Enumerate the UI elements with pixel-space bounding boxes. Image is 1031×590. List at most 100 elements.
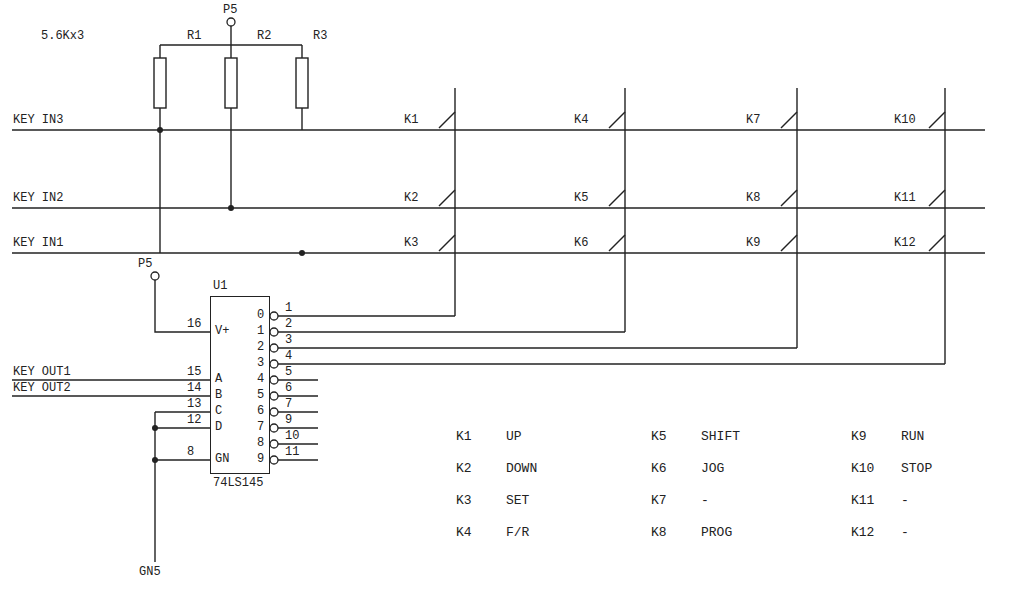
pin-name: V+ [214,325,230,338]
inverting-bubble [270,328,278,336]
wire [230,45,231,58]
junction-dot [299,250,305,256]
power-label: P5 [137,258,153,271]
wire [230,26,231,45]
signal-name: KEY IN2 [12,192,64,205]
pin-name: 9 [256,453,265,466]
pin-name: 6 [256,405,265,418]
output-line [278,411,318,412]
resistor-symbol [296,58,308,108]
wire [230,108,231,208]
inverting-bubble [270,344,278,352]
pin-number: 13 [186,398,202,411]
output-line [278,427,318,428]
switch-symbol [439,112,455,128]
table-key: K3 [455,494,473,508]
ground-label: GN5 [138,566,162,579]
switch-symbol [929,112,945,128]
pin-name: 8 [256,437,265,450]
switch-symbol [609,112,625,128]
switch-symbol [439,235,455,251]
pin-name: D [214,421,223,434]
power-terminal [151,272,159,280]
inverting-bubble [270,456,278,464]
resistor-value: 5.6Kx3 [40,30,85,43]
table-function: DOWN [505,462,538,476]
switch-label: K2 [403,192,419,205]
table-key: K9 [850,430,868,444]
column-line [624,88,625,332]
part-number: 74LS145 [213,477,263,490]
switch-label: K8 [745,192,761,205]
column-line [944,88,945,364]
table-function: UP [505,430,523,444]
pin-number: 3 [284,334,293,347]
resistor-symbol [225,58,237,108]
table-function: F/R [505,526,530,540]
signal-name: KEY OUT2 [12,382,72,395]
key-in-line [12,207,985,208]
input-line [12,395,210,396]
switch-symbol [781,190,797,206]
pin-number: 5 [284,366,293,379]
table-key: K10 [850,462,875,476]
table-function: - [900,526,910,540]
inverting-bubble [270,376,278,384]
pin-number: 6 [284,382,293,395]
output-line [278,379,318,380]
pin-number: 16 [186,318,202,331]
pin-name: 0 [256,309,265,322]
switch-label: K9 [745,237,761,250]
pin-name: B [214,389,223,402]
input-line [12,379,210,380]
signal-name: KEY OUT1 [12,366,72,379]
table-function: SHIFT [700,430,741,444]
pin-name: C [214,405,223,418]
junction-dot [228,205,234,211]
power-label: P5 [222,4,238,17]
table-key: K4 [455,526,473,540]
column-line [796,88,797,348]
resistor-label: R1 [186,30,202,43]
table-function: RUN [900,430,925,444]
switch-label: K4 [573,114,589,127]
pin-name: 3 [256,357,265,370]
switch-label: K11 [893,192,917,205]
table-key: K5 [650,430,668,444]
resistor-label: R2 [256,30,272,43]
pin-number: 14 [186,382,202,395]
switch-label: K5 [573,192,589,205]
pin-number: 12 [186,414,202,427]
pin-number: 11 [284,446,300,459]
table-function: PROG [700,526,733,540]
pin-number: 2 [284,318,293,331]
table-key: K7 [650,494,668,508]
inverting-bubble [270,312,278,320]
inverting-bubble [270,424,278,432]
switch-label: K7 [745,114,761,127]
pin-number: 7 [284,398,293,411]
table-key: K12 [850,526,875,540]
pin-name: 5 [256,389,265,402]
pin-name: GN [214,453,230,466]
table-key: K11 [850,494,875,508]
wire [155,427,210,428]
pin-number: 10 [284,430,300,443]
pin-name: 4 [256,373,265,386]
switch-symbol [781,112,797,128]
junction-dot [152,425,158,431]
table-key: K6 [650,462,668,476]
signal-name: KEY IN3 [12,114,64,127]
switch-symbol [439,190,455,206]
pin-name: A [214,373,223,386]
pin-name: 2 [256,341,265,354]
table-function: SET [505,494,530,508]
key-in-line [12,252,985,253]
table-key: K8 [650,526,668,540]
output-line [278,363,945,364]
switch-label: K1 [403,114,419,127]
inverting-bubble [270,392,278,400]
table-function: STOP [900,462,933,476]
wire [155,280,210,332]
